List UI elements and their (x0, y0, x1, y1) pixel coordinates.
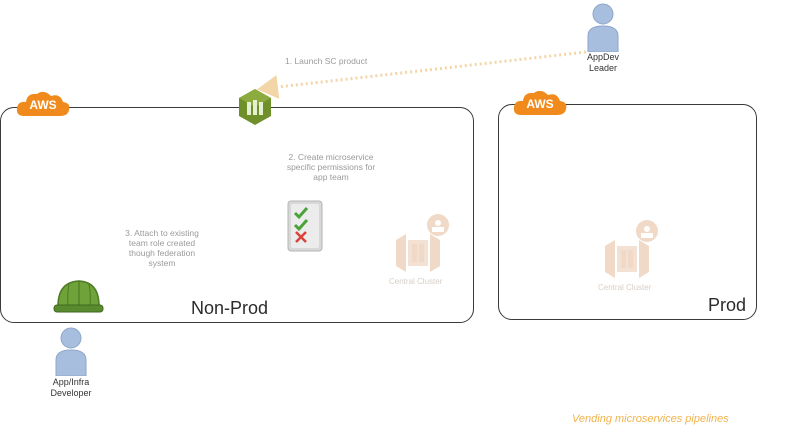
nonprod-cluster-label: Central Cluster (389, 277, 443, 286)
aws-cloud-icon (16, 91, 70, 116)
leader-label-line1: AppDev (586, 52, 620, 62)
permissions-checklist-icon (287, 200, 323, 252)
step2-label-line2: specific permissions for (286, 162, 376, 172)
prod-cluster-label: Central Cluster (598, 283, 652, 292)
step2-label-line3: app team (313, 172, 349, 182)
prod-cluster-icon (605, 220, 658, 278)
step1-label: 1. Launch SC product (285, 56, 368, 66)
service-catalog-icon (239, 89, 271, 125)
developer-label: App/Infra Developer (38, 377, 104, 399)
user-icon (55, 327, 87, 376)
aws-cloud-icon (513, 90, 567, 115)
nonprod-aws-badge: AWS (14, 88, 72, 120)
step2-label-line1: 2. Create microservice (288, 152, 374, 162)
prod-account-name: Prod (708, 295, 747, 315)
leader-label-line2: Leader (588, 63, 618, 73)
hard-hat-icon (53, 280, 104, 313)
prod-aws-badge: AWS (511, 87, 569, 119)
developer-label-line2: Developer (50, 388, 92, 398)
step2-label: 2. Create microservice specific permissi… (286, 152, 376, 182)
diagram-caption: Vending microservices pipelines (572, 413, 729, 425)
nonprod-cluster-icon (396, 214, 449, 272)
user-icon (587, 3, 619, 52)
developer-label-line1: App/Infra (52, 377, 90, 387)
aws-badge-label: AWS (29, 98, 57, 112)
leader-label: AppDev Leader (570, 52, 636, 74)
step3-label: 3. Attach to existing team role created … (117, 228, 207, 268)
nonprod-account-name: Non-Prod (191, 298, 269, 318)
prod-account-box (498, 104, 757, 320)
step3-label-line4: system (148, 258, 176, 268)
step3-label-line3: though federation (128, 248, 196, 258)
step3-label-line2: team role created (128, 238, 196, 248)
aws-badge-label: AWS (526, 97, 554, 111)
step3-label-line1: 3. Attach to existing (125, 228, 199, 238)
